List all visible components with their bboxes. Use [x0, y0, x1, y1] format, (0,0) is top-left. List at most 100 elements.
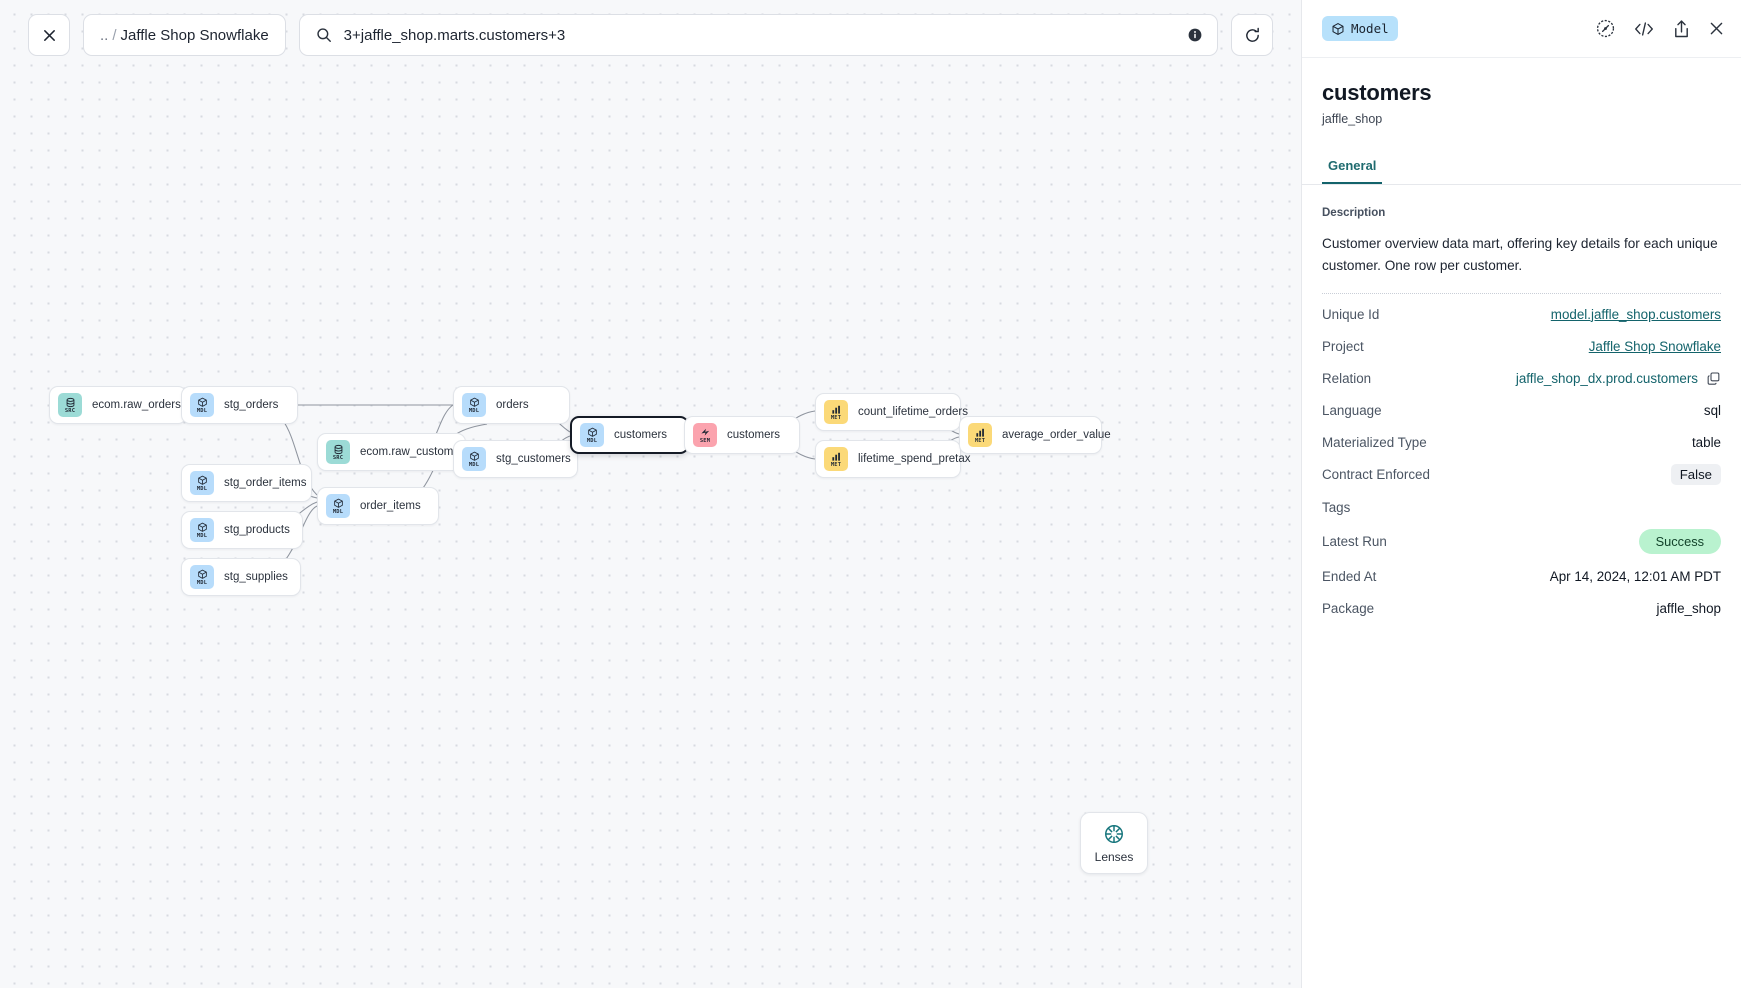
details-panel: Model	[1301, 0, 1741, 988]
lineage-node-label: lifetime_spend_pretax	[858, 453, 971, 465]
lineage-node-lifetime_spend_pretax[interactable]: MET lifetime_spend_pretax	[815, 440, 971, 478]
property-key: Language	[1322, 402, 1382, 418]
met-badge-icon: MET	[824, 447, 848, 471]
panel-title-block: customers jaffle_shop	[1302, 58, 1741, 126]
lineage-node-stg_customers[interactable]: MDL stg_customers	[453, 440, 578, 478]
property-value-wrap: False	[1670, 464, 1721, 486]
property-row: Ended At Apr 14, 2024, 12:01 AM PDT	[1322, 560, 1721, 592]
resource-kind-chip[interactable]: Model	[1322, 16, 1398, 41]
lenses-label: Lenses	[1094, 849, 1134, 864]
details-panel-header: Model	[1302, 0, 1741, 58]
code-icon[interactable]	[1633, 20, 1655, 38]
property-row: Contract Enforced False	[1322, 458, 1721, 491]
description-label: Description	[1322, 207, 1386, 219]
breadcrumb-separator: /	[112, 26, 117, 44]
lineage-search-input[interactable]: 3+jaffle_shop.marts.customers+3	[298, 14, 1218, 56]
property-value-link[interactable]: model.jaffle_shop.customers	[1550, 306, 1721, 322]
share-icon[interactable]	[1672, 19, 1691, 39]
lineage-node-order_items[interactable]: MDL order_items	[317, 487, 439, 525]
property-value-wrap: Apr 14, 2024, 12:01 AM PDT	[1550, 569, 1721, 584]
copy-icon[interactable]	[1706, 371, 1721, 386]
close-icon[interactable]	[1708, 20, 1725, 37]
property-value: table	[1691, 434, 1721, 450]
property-value-wrap: jaffle_shop_dx.prod.customers	[1516, 371, 1721, 386]
close-lineage-button[interactable]	[28, 14, 70, 56]
lineage-node-count_lifetime_orders[interactable]: MET count_lifetime_orders	[815, 393, 968, 431]
property-row: Relation jaffle_shop_dx.prod.customers	[1322, 362, 1721, 394]
property-key: Materialized Type	[1322, 434, 1427, 450]
lineage-node-label: ecom.raw_orders	[92, 399, 181, 411]
property-key: Contract Enforced	[1322, 467, 1430, 483]
lineage-node-stg_products[interactable]: MDL stg_products	[181, 511, 303, 549]
refresh-button[interactable]	[1231, 14, 1273, 56]
lineage-node-label: orders	[496, 399, 529, 411]
lineage-node-label: stg_supplies	[224, 571, 288, 583]
mdl-badge-icon: MDL	[190, 565, 214, 589]
lineage-node-stg_supplies[interactable]: MDL stg_supplies	[181, 558, 301, 596]
property-value-wrap: table	[1692, 435, 1721, 450]
mdl-badge-icon: MDL	[580, 423, 604, 447]
mdl-badge-icon: MDL	[190, 393, 214, 417]
tab-general[interactable]: General	[1322, 150, 1383, 184]
lenses-button[interactable]: Lenses	[1080, 812, 1148, 874]
panel-tabs: General	[1302, 150, 1741, 185]
property-value-link[interactable]: Jaffle Shop Snowflake	[1588, 338, 1721, 354]
breadcrumb-project: Jaffle Shop Snowflake	[120, 26, 269, 44]
description-text: Customer overview data mart, offering ke…	[1322, 236, 1718, 274]
info-icon[interactable]	[1187, 27, 1203, 43]
property-row: Materialized Type table	[1322, 426, 1721, 458]
sem-badge-icon: SEM	[693, 423, 717, 447]
search-icon	[316, 27, 332, 43]
property-key: Relation	[1322, 370, 1372, 386]
search-value: 3+jaffle_shop.marts.customers+3	[343, 26, 566, 44]
property-value-wrap: jaffle_shop	[1656, 601, 1721, 616]
met-badge-icon: MET	[824, 400, 848, 424]
src-badge-icon: SRC	[326, 440, 350, 464]
lineage-node-label: count_lifetime_orders	[858, 406, 968, 418]
property-value-wrap: sql	[1704, 403, 1721, 418]
mdl-badge-icon: MDL	[462, 447, 486, 471]
mdl-badge-icon: MDL	[326, 494, 350, 518]
page-subtitle: jaffle_shop	[1322, 112, 1383, 126]
resource-kind-label: Model	[1351, 21, 1389, 36]
refresh-icon	[1244, 27, 1261, 44]
property-key: Tags	[1322, 499, 1351, 515]
property-value-wrap: Success	[1638, 529, 1721, 555]
canvas-toolbar: ../Jaffle Shop Snowflake 3+jaffle_shop.m…	[0, 0, 1301, 70]
compass-icon[interactable]	[1595, 18, 1616, 39]
page-title: customers	[1322, 80, 1432, 105]
property-key: Ended At	[1322, 568, 1377, 584]
property-key: Unique Id	[1322, 306, 1380, 322]
cube-icon	[1331, 22, 1345, 36]
close-icon	[42, 28, 57, 43]
status-badge: Success	[1638, 529, 1721, 555]
lineage-node-label: stg_products	[224, 524, 290, 536]
mdl-badge-icon: MDL	[190, 518, 214, 542]
breadcrumb-parent: ..	[100, 26, 109, 44]
property-value: sql	[1703, 402, 1721, 418]
lineage-node-label: order_items	[360, 500, 421, 512]
property-row: Tags	[1322, 491, 1721, 523]
lineage-node-label: stg_customers	[496, 453, 571, 465]
property-row: Unique Id model.jaffle_shop.customers	[1322, 298, 1721, 330]
panel-body: Description Customer overview data mart,…	[1302, 185, 1741, 624]
property-value-wrap: Jaffle Shop Snowflake	[1589, 339, 1721, 354]
breadcrumb[interactable]: ../Jaffle Shop Snowflake	[83, 14, 286, 56]
property-value-wrap: model.jaffle_shop.customers	[1551, 307, 1721, 322]
status-badge: False	[1670, 464, 1721, 486]
property-value-link[interactable]: jaffle_shop_dx.prod.customers	[1515, 370, 1698, 386]
met-badge-icon: MET	[968, 423, 992, 447]
mdl-badge-icon: MDL	[190, 471, 214, 495]
